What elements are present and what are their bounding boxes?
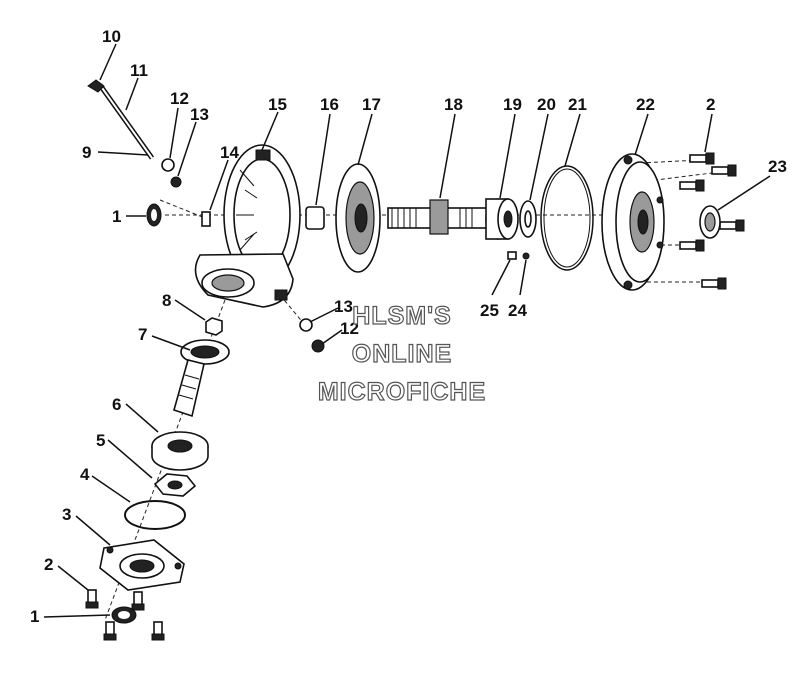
part-bolts-2-right	[679, 152, 745, 290]
part-bolts-2-lower	[85, 589, 165, 641]
part-seal-1-lower	[111, 606, 137, 624]
callout-8: 8	[162, 291, 171, 310]
part-seal-1-upper	[146, 203, 162, 227]
part-bearing-6	[151, 431, 209, 471]
part-nut-12-upper	[161, 158, 175, 172]
callout-1: 1	[112, 207, 121, 226]
part-cover-22	[601, 153, 665, 291]
part-washer-20	[519, 200, 537, 238]
part-bushing-8	[205, 317, 223, 336]
callout-2: 2	[44, 555, 53, 574]
part-nut-12-lower	[311, 339, 325, 353]
part-shaft-18	[387, 199, 509, 235]
callout-13: 13	[190, 105, 209, 124]
callout-2: 2	[706, 95, 715, 114]
callout-15: 15	[268, 95, 287, 114]
callout-12: 12	[170, 89, 189, 108]
callout-5: 5	[96, 431, 105, 450]
part-bushing-16	[305, 206, 325, 230]
callout-25: 25	[480, 301, 499, 320]
callout-10: 10	[102, 27, 121, 46]
part-gear-housing-15	[194, 144, 301, 308]
callout-4: 4	[80, 465, 90, 484]
part-o-ring-4	[124, 500, 186, 530]
callout-17: 17	[362, 95, 381, 114]
callout-20: 20	[537, 95, 556, 114]
leader-lines	[43, 43, 771, 618]
part-housing-3	[99, 539, 185, 591]
watermark: HLSM'S ONLINE MICROFICHE	[317, 301, 486, 406]
callout-21: 21	[568, 95, 587, 114]
watermark-line-1: HLSM'S	[352, 302, 451, 330]
part-nut-5	[153, 473, 197, 497]
callout-16: 16	[320, 95, 339, 114]
callout-3: 3	[62, 505, 71, 524]
part-pin-14	[201, 211, 211, 227]
callout-9: 9	[82, 143, 91, 162]
part-pin-25	[507, 251, 517, 260]
callout-24: 24	[508, 301, 527, 320]
callout-23: 23	[768, 157, 787, 176]
part-bearing-19	[485, 198, 519, 240]
part-shift-rod	[87, 79, 155, 160]
callout-numbers: 10 11 12 13 9 14 1 15 16 17 18 19 20 21 …	[30, 27, 787, 626]
part-seal-23	[699, 205, 721, 239]
callout-6: 6	[112, 395, 121, 414]
callout-7: 7	[138, 325, 147, 344]
part-washer-13-upper	[170, 176, 182, 188]
callout-13: 13	[334, 297, 353, 316]
part-pinion-7	[173, 339, 230, 418]
part-gear-17	[335, 163, 381, 273]
callout-18: 18	[444, 95, 463, 114]
callout-14: 14	[220, 143, 239, 162]
part-ring-24	[522, 252, 530, 260]
callout-22: 22	[636, 95, 655, 114]
callout-12: 12	[340, 319, 359, 338]
watermark-line-3: MICROFICHE	[318, 378, 486, 406]
callout-19: 19	[503, 95, 522, 114]
watermark-line-2: ONLINE	[352, 340, 452, 368]
part-o-ring-21	[540, 165, 594, 271]
callout-1: 1	[30, 607, 39, 626]
part-washer-13-lower	[299, 318, 313, 332]
callout-11: 11	[130, 61, 148, 80]
